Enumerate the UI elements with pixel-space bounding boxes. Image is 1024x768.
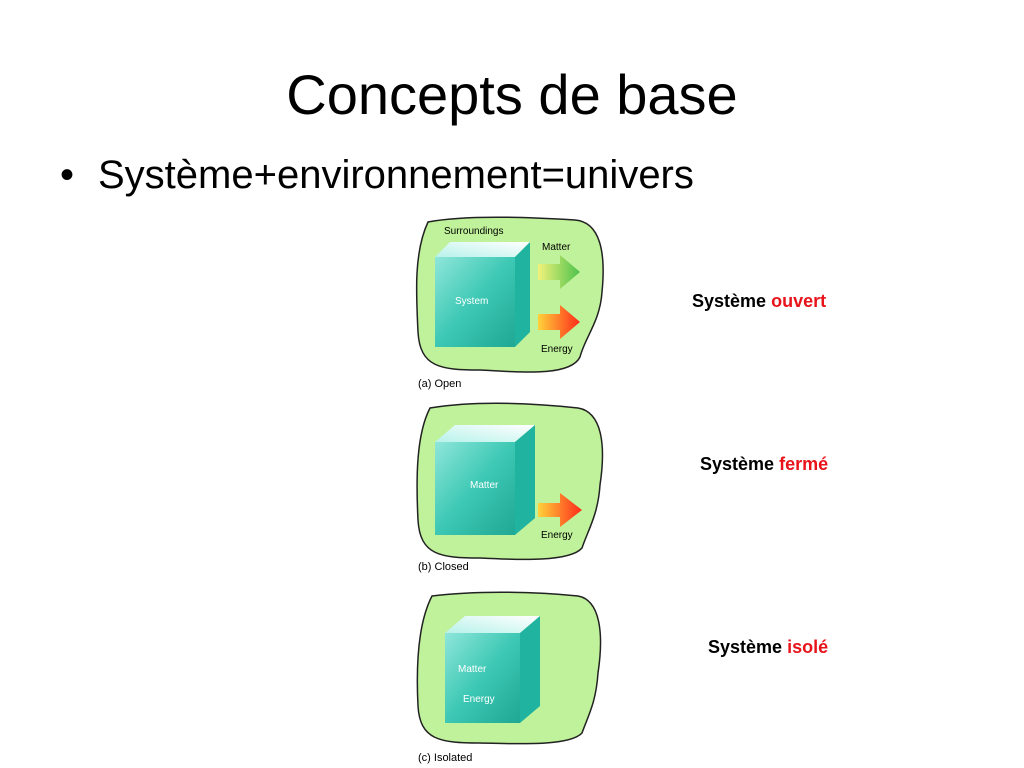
closed-system-diagram: Matter Energy (b) Closed	[410, 400, 610, 580]
isolated-system-label: Système isolé	[708, 637, 828, 658]
surroundings-label: Surroundings	[444, 226, 503, 237]
slide-title: Concepts de base	[286, 63, 738, 126]
bullet-marker: •	[60, 153, 75, 197]
matter-label: Matter	[458, 664, 487, 675]
isolated-system-diagram: Matter Energy (c) Isolated	[410, 588, 610, 768]
open-system-label: Système ouvert	[692, 291, 826, 312]
energy-label: Energy	[541, 344, 573, 355]
isolated-caption: (c) Isolated	[418, 752, 473, 764]
energy-label: Energy	[541, 530, 573, 541]
closed-system-label: Système fermé	[700, 454, 828, 475]
label-type: isolé	[787, 637, 829, 657]
label-type: fermé	[779, 454, 829, 474]
energy-arrow	[538, 305, 580, 339]
matter-label: Matter	[470, 480, 499, 491]
label-prefix: Système	[692, 291, 767, 311]
energy-arrow	[538, 493, 582, 527]
bullet-item: • Système+environnement=univers	[60, 153, 694, 198]
energy-label: Energy	[463, 694, 495, 705]
matter-arrow	[538, 255, 580, 289]
open-caption: (a) Open	[418, 378, 462, 390]
closed-caption: (b) Closed	[418, 561, 469, 573]
label-prefix: Système	[700, 454, 775, 474]
label-prefix: Système	[708, 637, 783, 657]
bullet-text: Système+environnement=univers	[98, 153, 694, 197]
open-system-diagram: Surroundings System Matter Energy (a) Op…	[410, 212, 610, 397]
label-type: ouvert	[771, 291, 827, 311]
matter-label: Matter	[542, 242, 571, 253]
system-label: System	[455, 296, 488, 307]
